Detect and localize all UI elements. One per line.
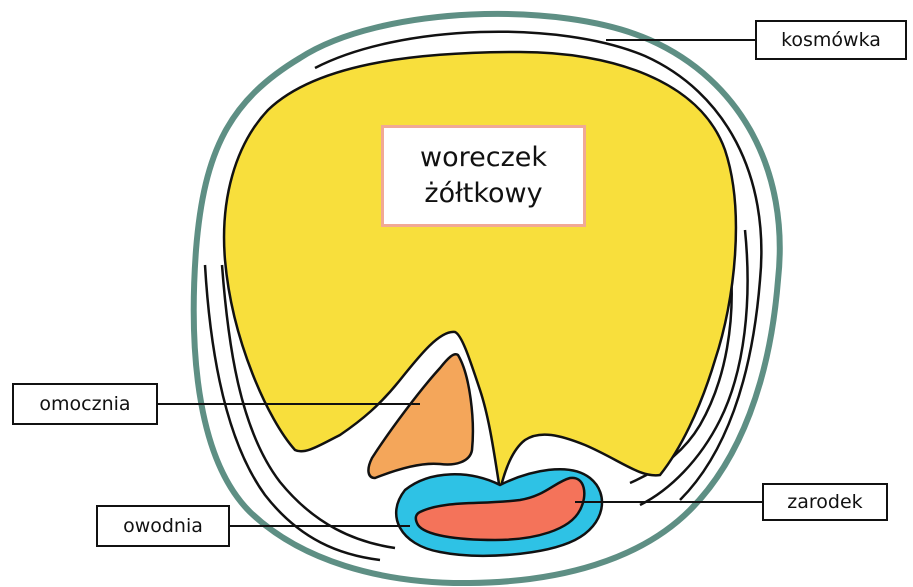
yolk-sac-label-box: woreczek żółtkowy [381,125,586,227]
label-zarodek: zarodek [762,483,888,521]
label-omocznia: omocznia [12,383,158,425]
label-kosmowka: kosmówka [755,20,907,60]
yolk-sac-label-line2: żółtkowy [424,176,542,212]
label-owodnia: owodnia [96,505,230,547]
yolk-sac-label-line1: woreczek [420,140,547,176]
